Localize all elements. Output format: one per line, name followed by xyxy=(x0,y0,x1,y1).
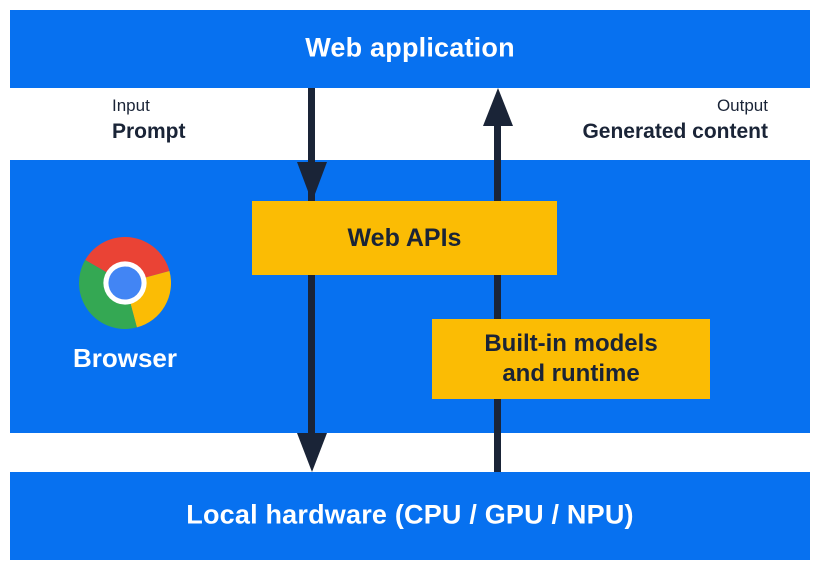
chrome-logo-icon xyxy=(79,237,171,329)
local-hardware-label: Local hardware (CPU / GPU / NPU) xyxy=(186,499,634,530)
local-hardware-band: Local hardware (CPU / GPU / NPU) xyxy=(10,472,810,560)
input-value: Prompt xyxy=(112,120,186,143)
web-apis-label: Web APIs xyxy=(347,223,462,252)
output-title: Output xyxy=(716,96,768,115)
up-arrow-line xyxy=(494,108,501,472)
output-value: Generated content xyxy=(582,120,768,143)
browser-label: Browser xyxy=(72,343,178,373)
input-label-group: Input Prompt xyxy=(112,94,186,146)
up-arrowhead-icon xyxy=(483,88,513,126)
web-apis-box: Web APIs xyxy=(252,201,557,275)
down-arrowhead-icon xyxy=(297,433,327,472)
models-label-line1: Built-in models xyxy=(484,330,658,357)
web-application-label: Web application xyxy=(305,32,515,63)
output-label-group: Output Generated content xyxy=(582,94,768,146)
web-application-band: Web application xyxy=(10,10,810,88)
models-label-line2: and runtime xyxy=(502,360,640,387)
built-in-models-box: Built-in models and runtime xyxy=(432,319,710,399)
input-title: Input xyxy=(112,96,150,115)
down-arrowhead-icon xyxy=(297,162,327,202)
